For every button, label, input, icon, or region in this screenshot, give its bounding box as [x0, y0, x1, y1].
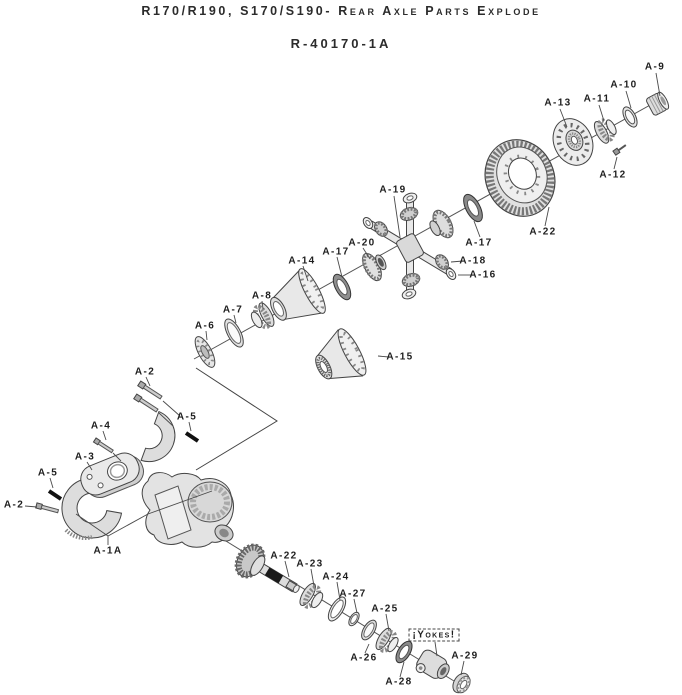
spider-gear-right-a18: [435, 254, 449, 270]
taper-bearing-a23-part: [299, 582, 324, 609]
seal-ring-a17-left-part: [332, 273, 352, 301]
diff-case-half-a15-part: [315, 328, 367, 380]
ring-gear-a22-part: [484, 139, 556, 217]
spider-gear-bottom: [401, 272, 421, 288]
drive-pinion-a22-part: [234, 543, 300, 593]
bearing-race-a7-part: [224, 318, 244, 348]
leader-lines: [24, 72, 661, 678]
bolt-a2-left-part: [35, 502, 60, 514]
page-subtitle: R-40170-1A: [290, 36, 392, 51]
oil-seal-a28-part: [395, 640, 413, 664]
bearing-flange-a13-part: [552, 118, 594, 166]
pinion-nut-a29-part: [452, 672, 471, 694]
dowel-pin-a5-right: [184, 431, 200, 443]
small-ring-a27-part: [348, 611, 360, 627]
taper-bearing-a11-part: [593, 118, 617, 144]
seal-ring-a17-right-part: [463, 193, 483, 223]
spider-washer-top: [402, 192, 418, 204]
bolt-a4-part: [92, 437, 114, 454]
bearing-cap-left-part: [61, 477, 123, 541]
adjuster-nut-a9-part: [646, 91, 670, 116]
spider-washer-bottom: [401, 288, 417, 300]
taper-bearing-a25-part: [375, 627, 399, 653]
carrier-housing-a1a-part: [141, 472, 234, 548]
assembly-chevron-line: [195, 367, 278, 471]
spider-washers-and-gears: [362, 192, 457, 300]
dowel-pin-a5-left: [47, 489, 63, 501]
ring-a24-part: [327, 596, 347, 622]
thrust-washer-a16: [445, 268, 457, 280]
page-title: R170/R190, S170/S190- Rear Axle Parts Ex…: [141, 4, 541, 18]
spider-gear-top: [399, 206, 419, 222]
bolt-a2-top-pair: [133, 380, 163, 413]
bracket-plate-a3-part: [80, 452, 144, 499]
yoke-part: [415, 649, 450, 680]
bolt-a12-part: [612, 144, 627, 156]
construction-lines: [193, 98, 662, 690]
companion-flange-a6-part: [194, 336, 216, 368]
side-gear-right-part: [429, 209, 454, 239]
diff-case-half-a14-part: [270, 268, 326, 321]
spacer-ring-a10-part: [622, 106, 638, 128]
race-a26-part: [361, 619, 377, 641]
spider-gear-left: [374, 221, 388, 237]
side-gear-a20-part: [361, 252, 387, 282]
bearing-cap-right-part: [140, 410, 176, 463]
spider-washer-left: [362, 217, 374, 229]
